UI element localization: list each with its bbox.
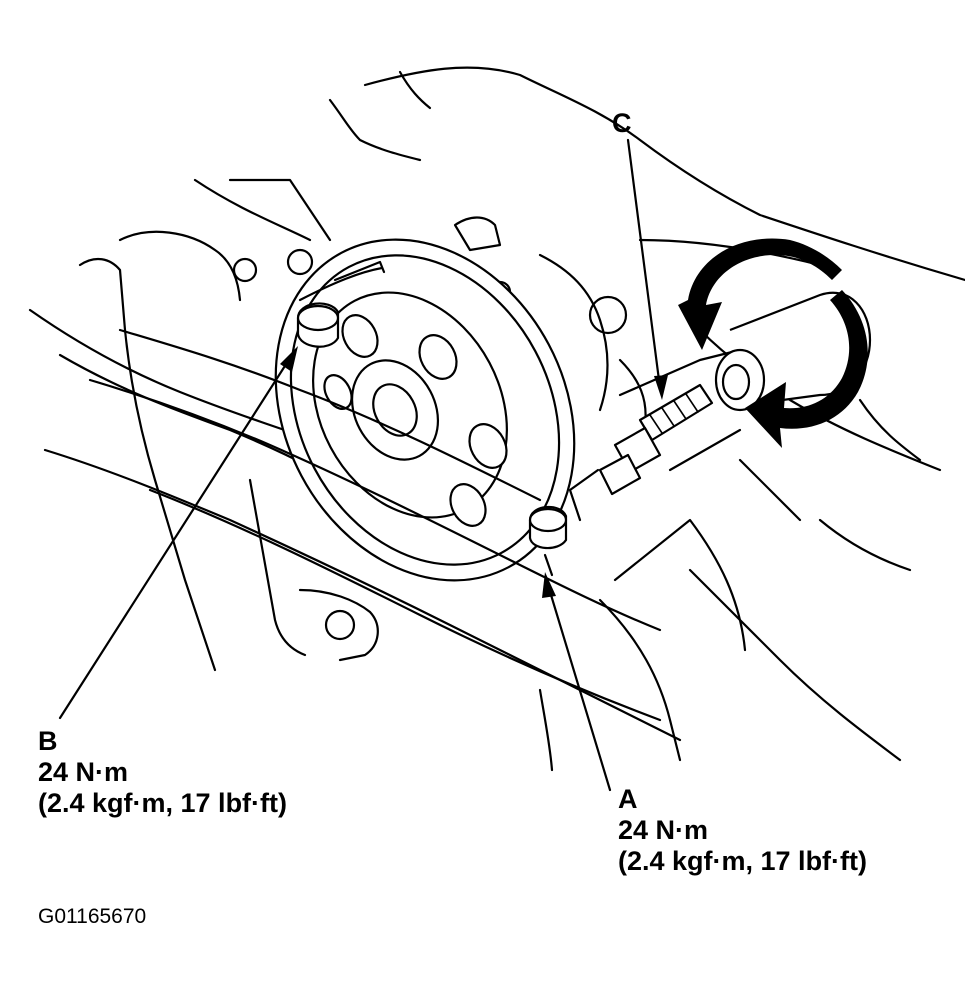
callout-a-torque-nm: 24 N·m bbox=[618, 815, 709, 845]
leader-lines bbox=[58, 138, 668, 792]
callout-b-torque-nm: 24 N·m bbox=[38, 757, 129, 787]
callout-a: A 24 N·m (2.4 kgf·m, 17 lbf·ft) bbox=[618, 784, 867, 877]
figure-id: G01165670 bbox=[38, 905, 147, 928]
callout-b-torque-alt: (2.4 kgf·m, 17 lbf·ft) bbox=[38, 788, 288, 818]
belt-strap bbox=[88, 328, 662, 632]
callout-b-letter: B bbox=[38, 726, 58, 756]
callout-a-torque-alt: (2.4 kgf·m, 17 lbf·ft) bbox=[618, 846, 868, 876]
bolt-b bbox=[296, 302, 340, 348]
callout-b: B 24 N·m (2.4 kgf·m, 17 lbf·ft) bbox=[38, 726, 287, 819]
rotation-arrow-icon bbox=[678, 238, 868, 448]
callout-a-letter: A bbox=[618, 784, 638, 814]
callout-c: C bbox=[612, 108, 632, 139]
engine-block-outline bbox=[28, 66, 965, 772]
bolt-a bbox=[528, 506, 568, 577]
crankshaft-pulley bbox=[274, 238, 576, 582]
callout-c-letter: C bbox=[612, 108, 632, 138]
